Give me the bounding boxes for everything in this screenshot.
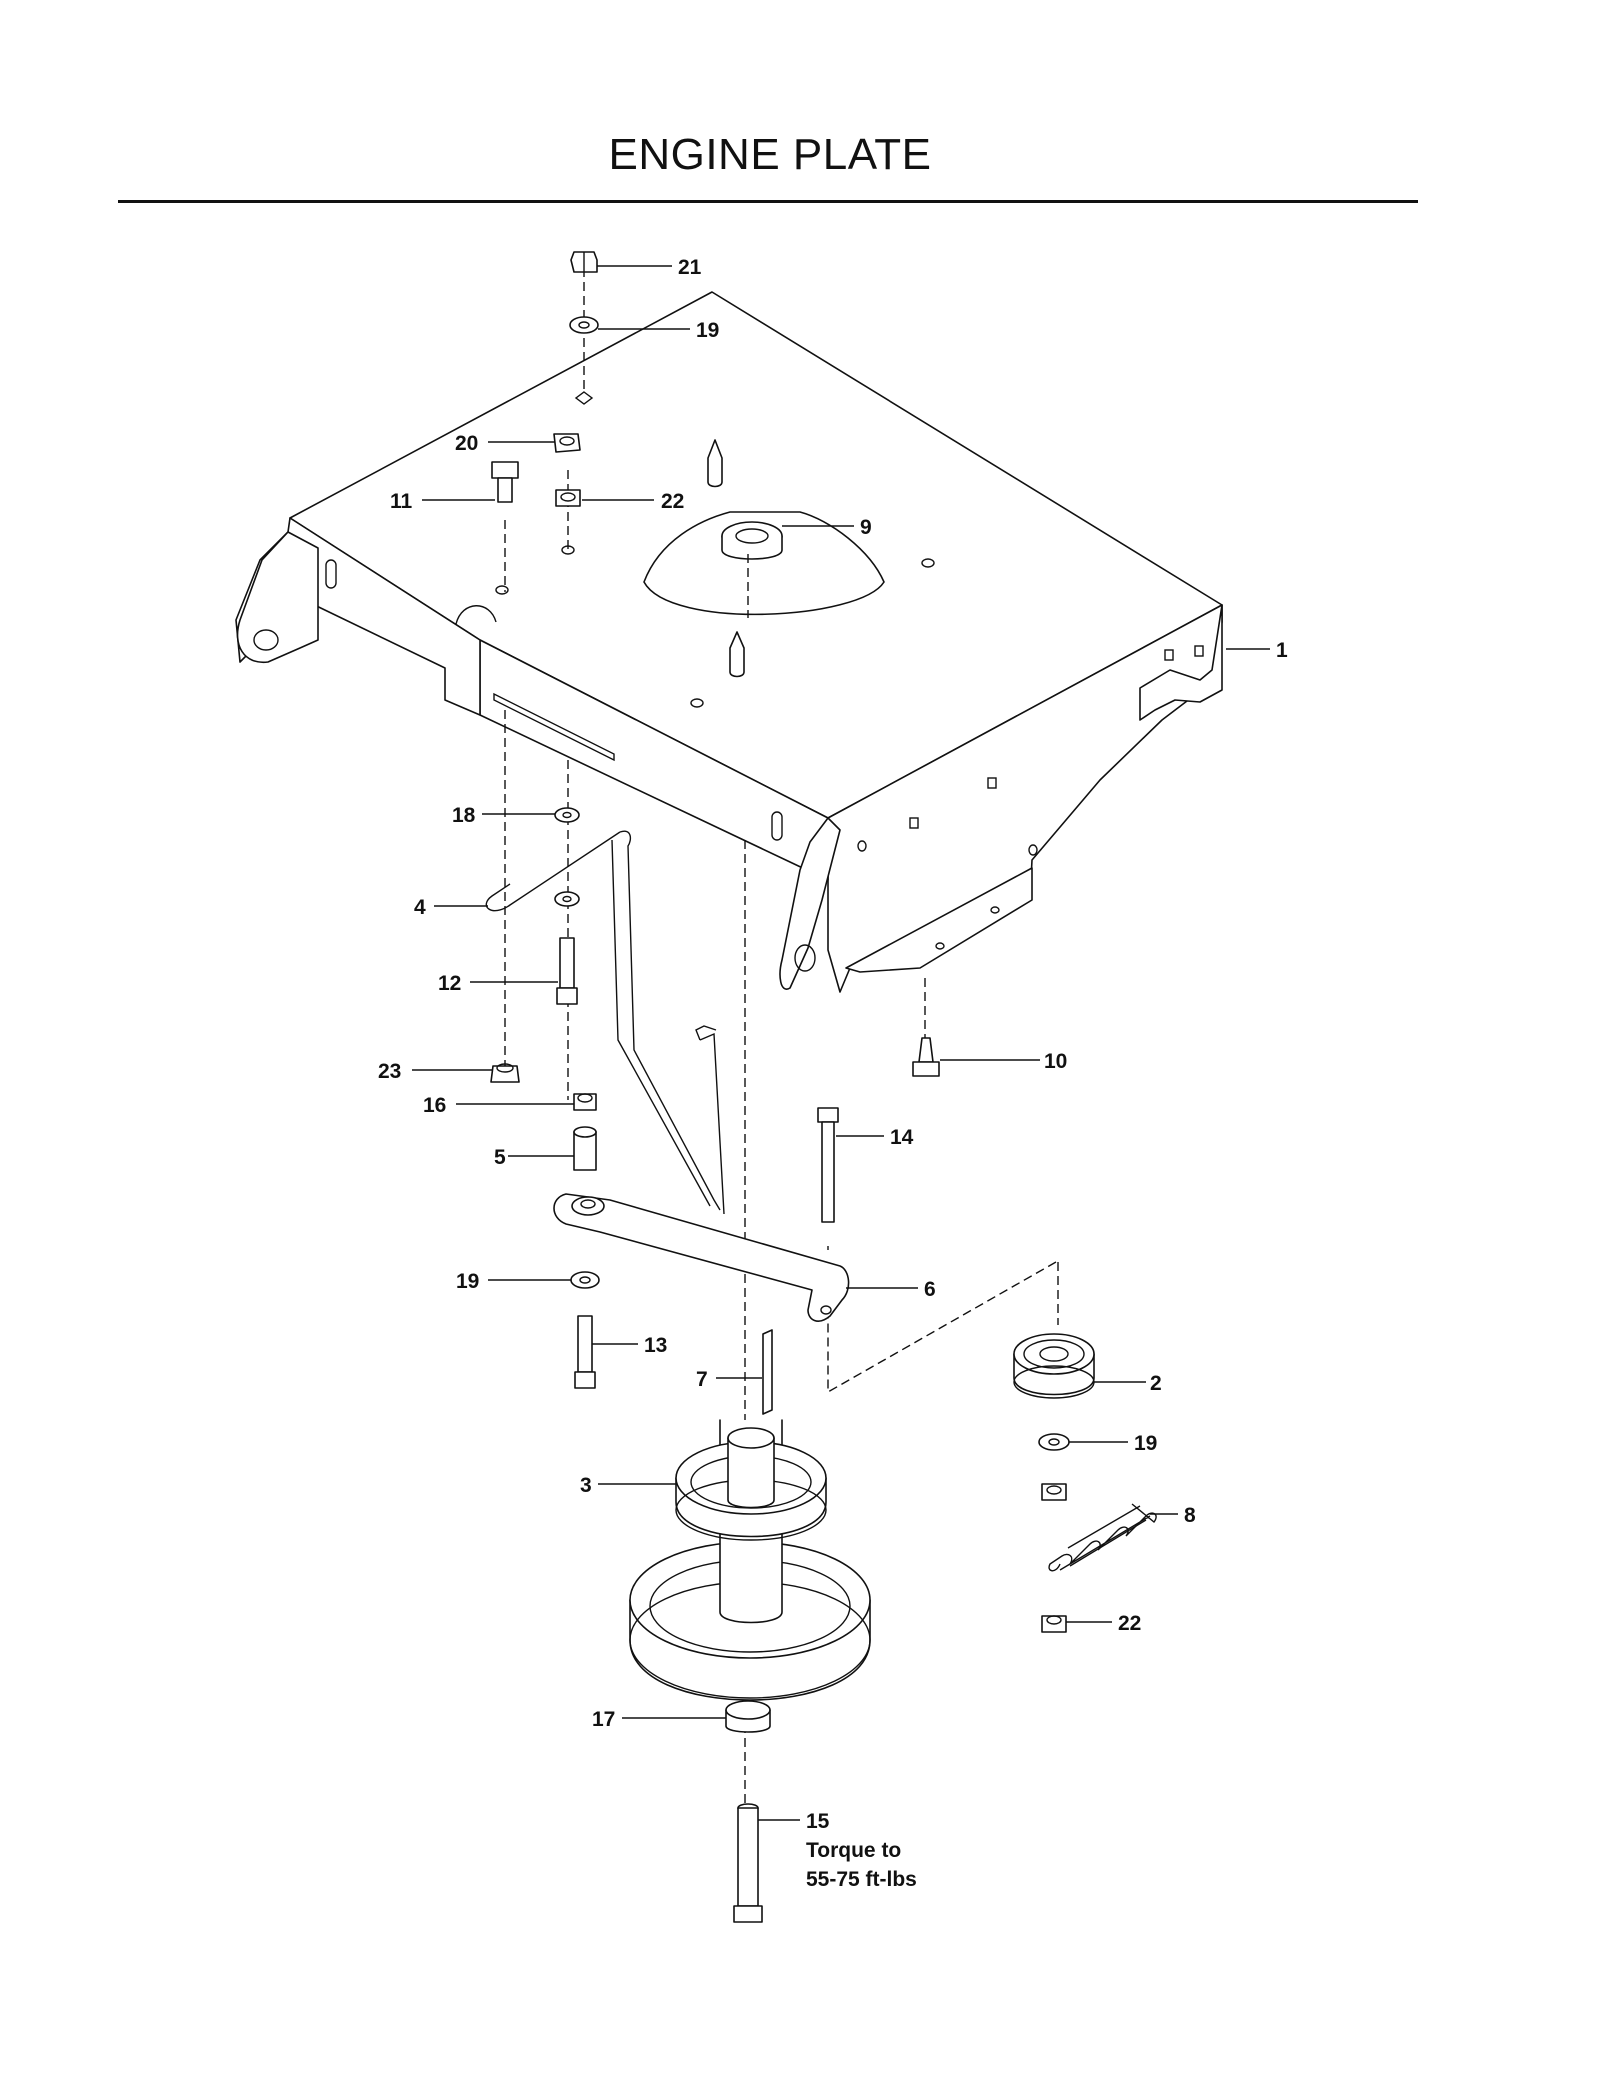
- spring-8-part: [1048, 1503, 1157, 1572]
- callout-22-right: 22: [1118, 1612, 1141, 1635]
- callout-19-right: 19: [1134, 1432, 1157, 1455]
- callout-16: 16: [423, 1094, 446, 1117]
- callout-4: 4: [414, 896, 426, 919]
- callout-2: 2: [1150, 1372, 1162, 1395]
- callout-14: 14: [890, 1126, 914, 1149]
- callout-1: 1: [1276, 639, 1288, 662]
- callout-18: 18: [452, 804, 476, 827]
- idler-pulley-2-part: [1013, 1333, 1095, 1399]
- callout-19-top: 19: [696, 319, 719, 342]
- callout-21: 21: [678, 256, 702, 279]
- callout-23: 23: [378, 1060, 401, 1083]
- callout-17: 17: [592, 1708, 615, 1731]
- callout-7: 7: [696, 1368, 708, 1391]
- callout-20: 20: [455, 432, 478, 455]
- callout-22-top: 22: [661, 490, 684, 513]
- torque-note-line2: 55-75 ft-lbs: [806, 1868, 917, 1891]
- callout-3: 3: [580, 1474, 592, 1497]
- callout-12: 12: [438, 972, 461, 995]
- page-title: ENGINE PLATE: [608, 130, 932, 179]
- callout-10: 10: [1044, 1050, 1067, 1073]
- callout-6: 6: [924, 1278, 936, 1301]
- callout-8: 8: [1184, 1504, 1196, 1527]
- callout-19-mid: 19: [456, 1270, 479, 1293]
- title-divider: [118, 200, 1418, 203]
- nut-21-part: [570, 251, 598, 273]
- engine-plate-part: [235, 291, 1223, 993]
- torque-note-line1: Torque to: [806, 1839, 901, 1862]
- callout-13: 13: [644, 1334, 667, 1357]
- callout-9: 9: [860, 516, 872, 539]
- callout-11: 11: [390, 490, 413, 513]
- drive-pulley-3-part: [629, 1419, 871, 1701]
- callout-5: 5: [494, 1146, 506, 1169]
- callout-15: 15: [806, 1810, 830, 1833]
